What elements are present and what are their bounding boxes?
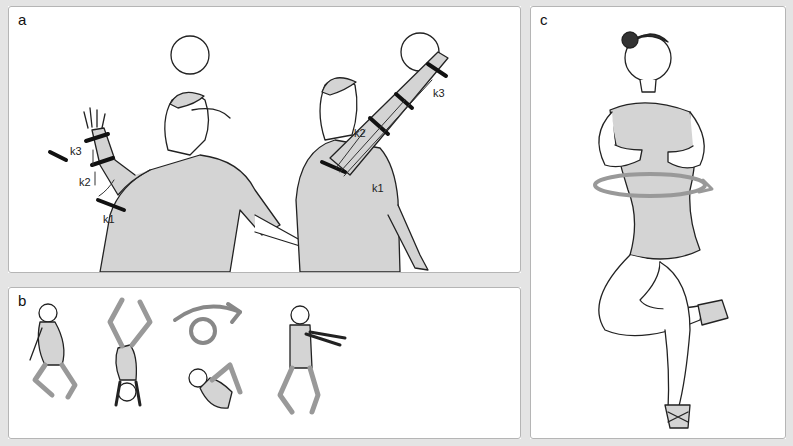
panel-letter: c [540, 11, 548, 28]
segment-label: k3 [433, 88, 445, 99]
segment-label: k1 [372, 183, 384, 194]
segment-label: k2 [354, 128, 366, 139]
figure-panel: b [8, 287, 521, 439]
segment-label: k2 [79, 177, 91, 188]
segment-label: k1 [103, 214, 115, 225]
panel-ground [8, 287, 521, 439]
panel-ground [530, 6, 786, 439]
figure-panel: c [530, 6, 786, 439]
panel-ground [8, 6, 521, 273]
figure-panel: a [8, 6, 521, 273]
segment-label: k3 [70, 146, 82, 157]
panel-letter: a [18, 11, 26, 28]
panel-letter: b [18, 292, 26, 309]
